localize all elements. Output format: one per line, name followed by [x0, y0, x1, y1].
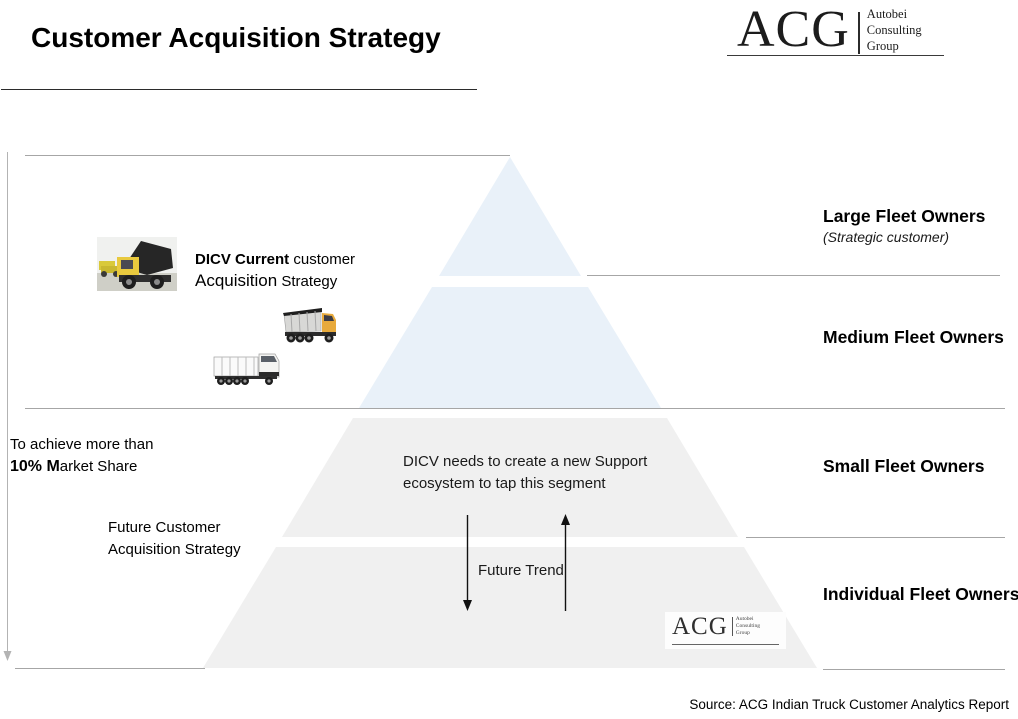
page-title: Customer Acquisition Strategy	[31, 22, 441, 53]
divider-bottom-right	[823, 669, 1005, 670]
tier-label-large: Large Fleet Owners	[823, 206, 986, 226]
divider-large-right	[587, 275, 1000, 276]
future-trend-label: Future Trend	[478, 562, 564, 579]
logo-name-line2: Consulting	[866, 22, 922, 37]
watermark-name-line1: Autobei	[735, 616, 754, 623]
future-trend-up-arrow-icon	[561, 514, 570, 611]
acg-logo-acronym: ACG	[737, 1, 850, 58]
future-trend-down-arrow-icon	[463, 515, 472, 611]
future-strategy-line2: Acquisition Strategy	[108, 540, 241, 558]
title-underline	[1, 89, 477, 90]
watermark-name: Autobei Consulting Group	[736, 614, 760, 639]
logo-name-line1: Autobei	[866, 6, 908, 21]
divider-middle	[25, 408, 1005, 409]
annotation-line2: ecosystem to tap this segment	[403, 475, 606, 492]
white-truck-image	[213, 353, 280, 385]
tipper-truck-image	[283, 308, 336, 343]
watermark-name-line2: Consulting	[735, 623, 760, 630]
annotation-line1: DICV needs to create a new Support	[403, 453, 648, 470]
pyramid-tier-individual	[203, 547, 817, 668]
current-strategy-line2: Acquisition Strategy	[195, 271, 338, 290]
acg-logo: ACG Autobei Consulting Group	[737, 4, 922, 56]
acg-watermark-logo: ACG Autobei Consulting Group	[665, 612, 786, 649]
future-strategy-line1: Future Customer	[108, 519, 221, 536]
divider-bottom-left	[15, 668, 205, 669]
tier-label-individual: Individual Fleet Owners	[823, 584, 1018, 604]
tier-label-small: Small Fleet Owners	[823, 456, 985, 476]
watermark-divider-bar	[731, 617, 733, 636]
divider-top-left	[25, 155, 510, 156]
watermark-acronym: ACG	[672, 613, 728, 640]
pyramid-tier-small	[282, 418, 738, 537]
market-share-goal: To achieve more than 10% Market Share	[10, 434, 153, 478]
acg-logo-name: Autobei Consulting Group	[867, 4, 922, 56]
future-strategy-caption: Future Customer Acquisition Strategy	[108, 517, 241, 560]
divider-small-right	[746, 537, 1005, 538]
pyramid-tier-large	[439, 157, 581, 276]
logo-underline	[727, 55, 944, 56]
mining-dump-truck-image	[97, 237, 177, 291]
tier-sublabel-strategic: (Strategic customer)	[823, 229, 950, 245]
tier-label-medium: Medium Fleet Owners	[823, 327, 1004, 347]
logo-name-line3: Group	[866, 39, 899, 54]
watermark-underline	[672, 644, 779, 645]
support-ecosystem-annotation: DICV needs to create a new Support ecosy…	[403, 451, 647, 495]
goal-line2: 10% Market Share	[10, 458, 138, 475]
source-note: Source: ACG Indian Truck Customer Analyt…	[689, 697, 1009, 712]
goal-line1: To achieve more than	[10, 436, 154, 453]
logo-divider-bar	[857, 12, 860, 54]
current-strategy-caption: DICV Current customer Acquisition Strate…	[195, 249, 355, 292]
watermark-name-line3: Group	[735, 629, 750, 636]
left-axis-down-arrow-icon	[3, 152, 12, 661]
current-strategy-line1: DICV Current customer	[195, 251, 356, 268]
pyramid-tier-medium	[359, 287, 661, 408]
